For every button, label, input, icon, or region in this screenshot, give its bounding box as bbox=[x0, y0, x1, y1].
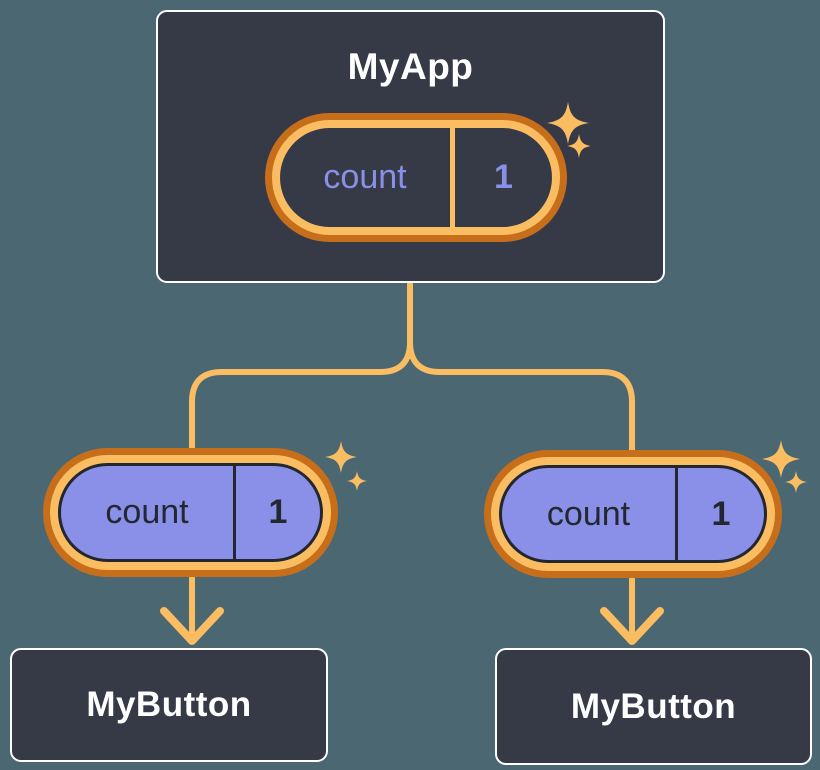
prop-pill-ring: count 1 bbox=[491, 457, 775, 571]
node-myapp-title: MyApp bbox=[347, 46, 474, 87]
prop-pill-value: 1 bbox=[268, 493, 288, 531]
state-pill-label: count bbox=[280, 128, 455, 227]
sparkle-icon bbox=[325, 441, 367, 491]
prop-pill-label: count bbox=[61, 466, 236, 559]
prop-pill-ring: count 1 bbox=[50, 455, 331, 570]
sparkle-icon bbox=[547, 102, 591, 158]
arrowhead-right-icon bbox=[600, 607, 664, 645]
connector-branch-left bbox=[189, 280, 413, 641]
arrowhead-left-icon bbox=[160, 607, 224, 645]
node-mybutton-right-title: MyButton bbox=[570, 686, 737, 726]
node-mybutton-left-title: MyButton bbox=[86, 685, 252, 724]
prop-pill-value: 1 bbox=[711, 494, 731, 533]
node-mybutton-left: MyButton bbox=[10, 648, 328, 762]
state-pill-value: 1 bbox=[494, 158, 513, 196]
prop-pill-right: count 1 bbox=[484, 450, 782, 578]
node-mybutton-right: MyButton bbox=[495, 648, 812, 765]
state-pill-ring: count 1 bbox=[272, 120, 560, 235]
prop-pill-left: count 1 bbox=[43, 448, 338, 577]
connector-branch-right bbox=[407, 339, 635, 641]
prop-pill-label: count bbox=[502, 468, 678, 560]
state-pill-myapp: count 1 bbox=[265, 113, 567, 242]
sparkle-icon bbox=[762, 440, 807, 493]
